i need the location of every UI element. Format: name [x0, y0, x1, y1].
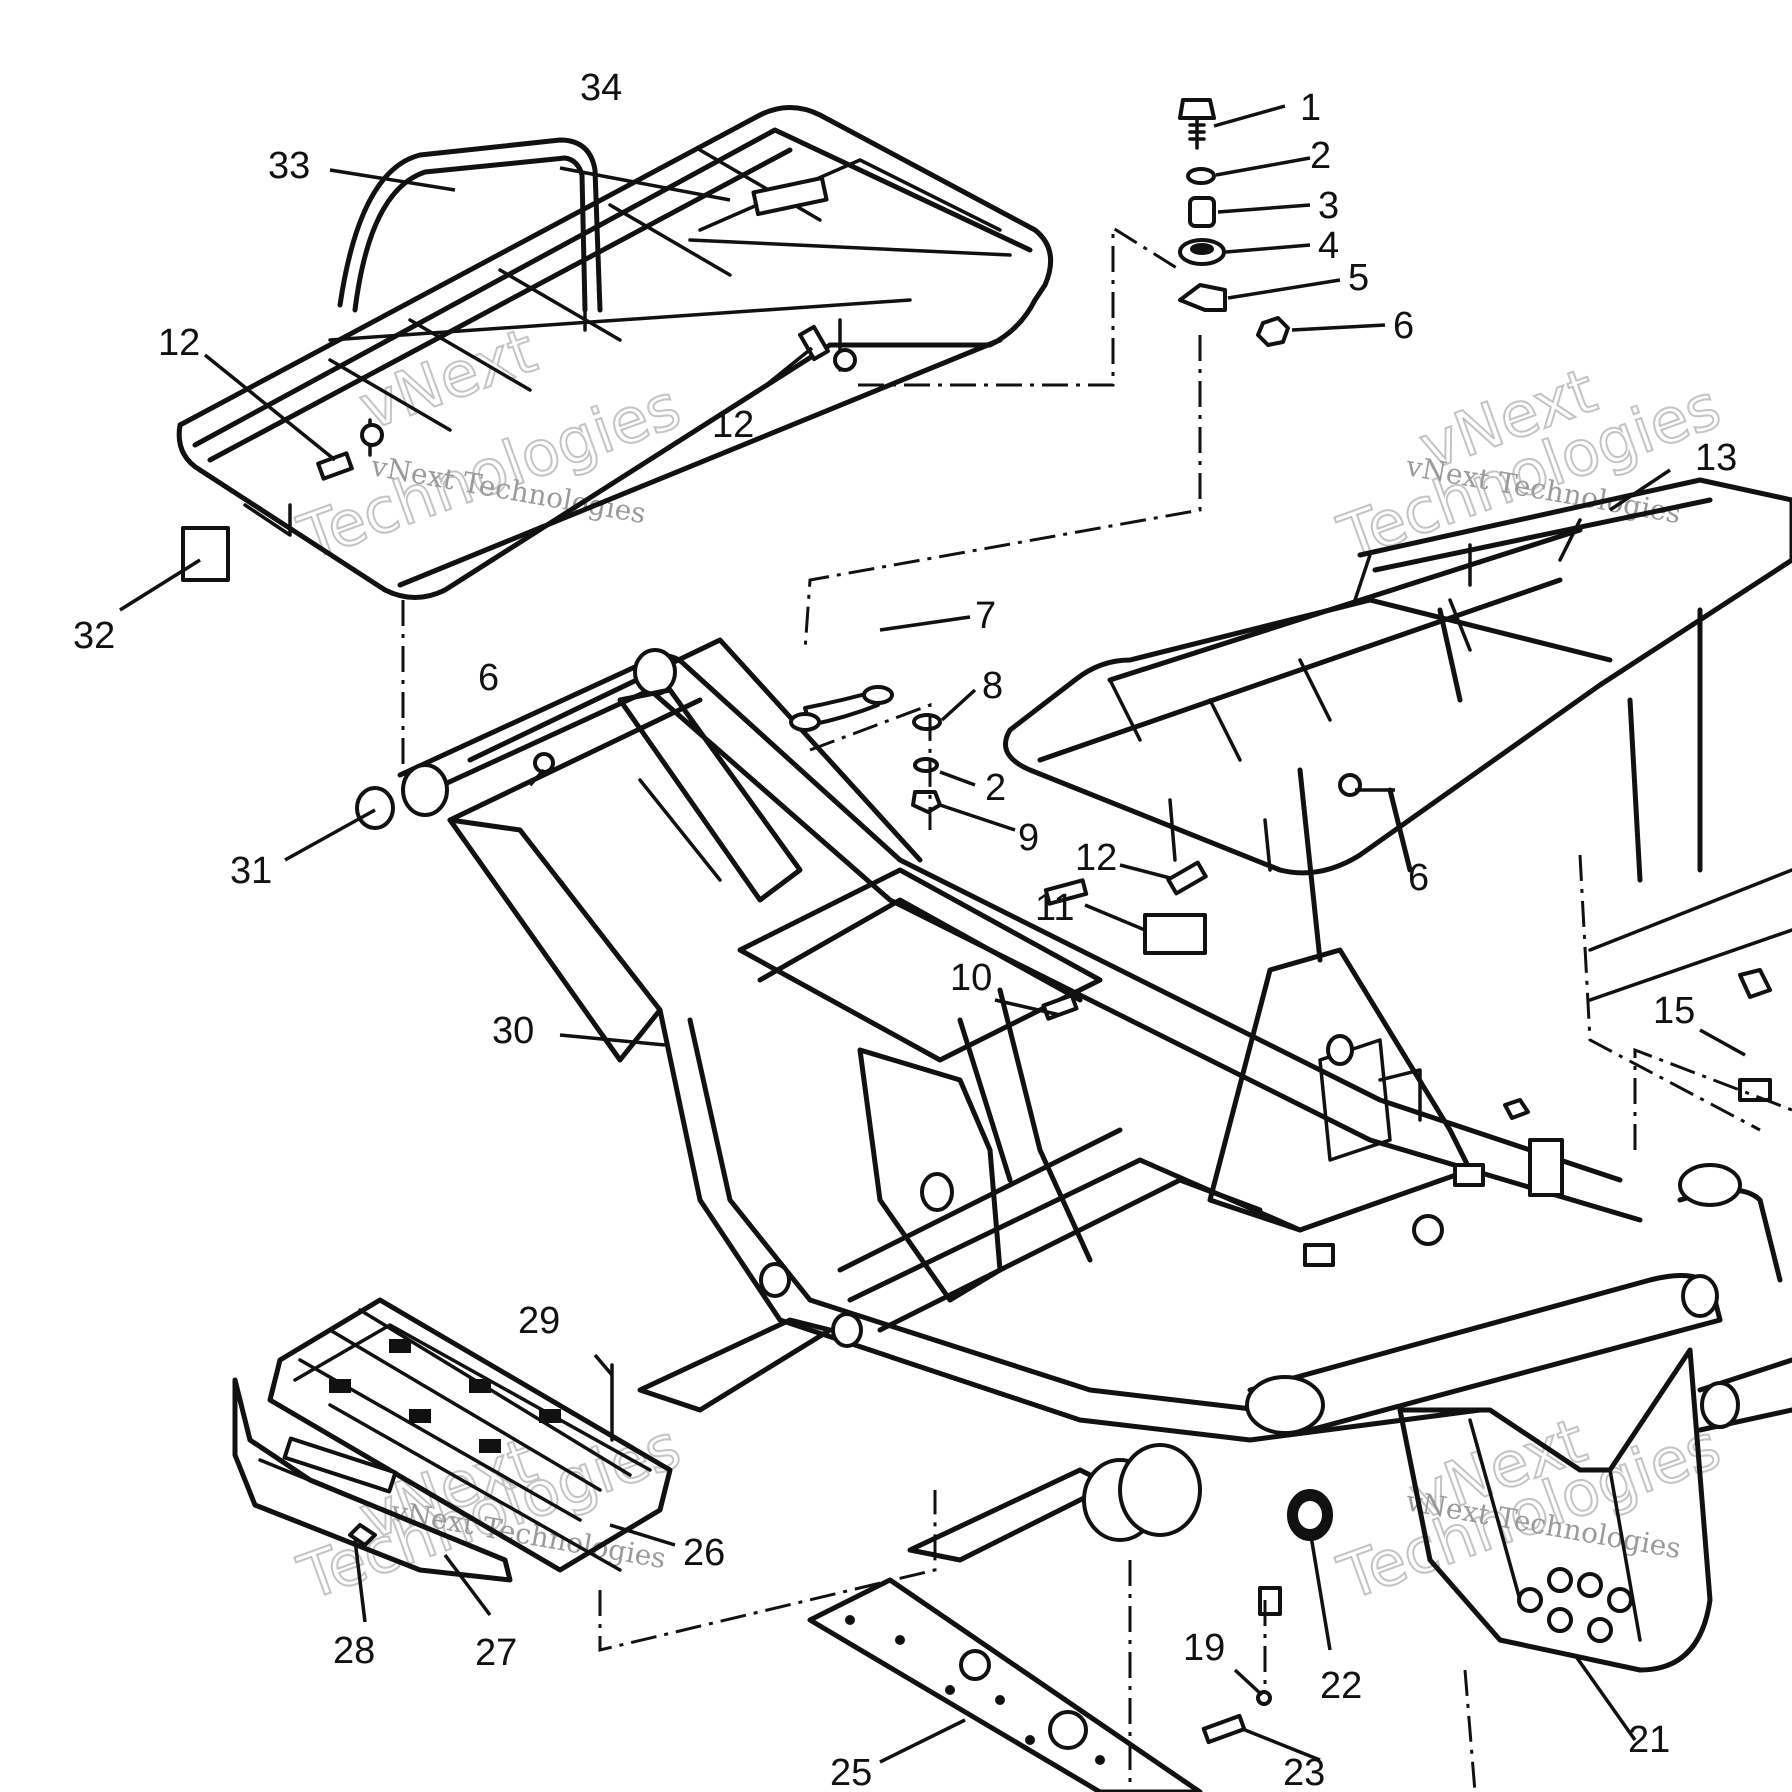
callout-9: 9 [1018, 817, 1039, 859]
foot-guard [232, 1377, 513, 1583]
callout-12-rack: 12 [712, 404, 754, 446]
watermark-top-left: vNext Technologies vNext Technologies [288, 313, 690, 576]
rack-hardware [181, 324, 857, 582]
callout-11: 11 [1035, 887, 1074, 929]
callout-12-rear: 12 [158, 322, 200, 364]
callout-6-front: 6 [1408, 857, 1429, 899]
callout-25: 25 [830, 1752, 872, 1792]
callout-6-frame: 6 [478, 657, 499, 699]
callout-28: 28 [333, 1630, 375, 1672]
callout-32: 32 [73, 615, 115, 657]
callout-21: 21 [1628, 1719, 1670, 1761]
footrest-rail [807, 1577, 1203, 1792]
callout-10: 10 [950, 957, 992, 999]
watermark-top-right: vNext Technologies vNext Technologies [1328, 353, 1730, 576]
callout-5: 5 [1348, 257, 1369, 299]
callout-1: 1 [1300, 87, 1321, 129]
callout-labels: 1 2 3 4 5 6 7 8 2 9 10 11 12 6 6 34 33 1… [73, 67, 1737, 1792]
callout-6: 6 [1393, 305, 1414, 347]
callout-33: 33 [268, 145, 310, 187]
callout-8: 8 [982, 665, 1003, 707]
main-frame [397, 637, 1792, 1673]
footrest [267, 1297, 673, 1573]
callout-3: 3 [1318, 185, 1339, 227]
mounting-hardware-stack [1178, 98, 1290, 347]
callout-29: 29 [518, 1300, 560, 1342]
callout-26: 26 [683, 1532, 725, 1574]
callout-27: 27 [475, 1632, 517, 1674]
callout-15: 15 [1653, 990, 1695, 1032]
callout-31: 31 [230, 850, 272, 892]
callout-7: 7 [975, 595, 996, 637]
callout-22: 22 [1320, 1665, 1362, 1707]
callout-34: 34 [580, 67, 622, 109]
callout-4: 4 [1318, 225, 1339, 267]
front-rack [1003, 477, 1792, 999]
callout-2-lower: 2 [985, 767, 1006, 809]
decal-32 [181, 526, 230, 582]
assembly-lines [401, 225, 1792, 1792]
callout-12-front: 12 [1075, 837, 1117, 879]
callout-19: 19 [1183, 1627, 1225, 1669]
callout-2: 2 [1310, 135, 1331, 177]
leader-lines [119, 104, 1746, 1764]
callout-30: 30 [492, 1010, 534, 1052]
callout-23: 23 [1283, 1752, 1325, 1792]
callout-13: 13 [1695, 437, 1737, 479]
decal-11 [1143, 913, 1207, 955]
